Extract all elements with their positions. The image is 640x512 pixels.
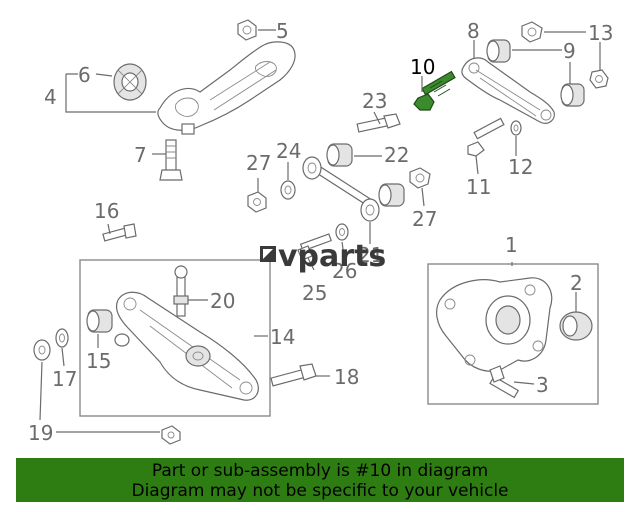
callout-6: 6 (78, 63, 91, 87)
callout-20: 20 (210, 289, 235, 313)
banner-line-1: Part or sub-assembly is #10 in diagram (151, 461, 489, 481)
nut-part-19-lower (161, 425, 181, 445)
bolt-part-23 (356, 113, 401, 133)
link-rod-part-21 (302, 156, 380, 222)
callout-17: 17 (52, 367, 77, 391)
callout-7: 7 (134, 143, 147, 167)
callout-15: 15 (86, 349, 111, 373)
nut-part-27-right (409, 167, 431, 189)
callout-21: 21 (358, 243, 383, 267)
callout-12: 12 (508, 155, 533, 179)
banner-line-2: Diagram may not be specific to your vehi… (131, 481, 509, 501)
washer-part-12 (510, 120, 522, 136)
nut-part-19-upper (33, 339, 51, 361)
bushing-part-2 (559, 311, 593, 341)
bushing-small (114, 333, 130, 347)
washer-part-24 (280, 180, 296, 200)
callout-16: 16 (94, 199, 119, 223)
knuckle-part-1 (436, 277, 553, 372)
callout-27-left: 27 (246, 151, 271, 175)
stabilizer-link-part-20 (173, 265, 189, 317)
callout-24: 24 (276, 139, 301, 163)
control-arm-part-8 (461, 57, 555, 124)
bolt-part-11 (467, 117, 505, 157)
callout-25: 25 (302, 281, 327, 305)
nut-part-27-left (247, 191, 267, 213)
callout-5: 5 (276, 19, 289, 43)
sub-assembly-box-14 (79, 259, 271, 417)
callout-1: 1 (505, 233, 518, 257)
callout-8: 8 (467, 19, 480, 43)
nut-part-13-lower (589, 69, 609, 89)
callout-27-right: 27 (412, 207, 437, 231)
bolt-part-18 (270, 363, 317, 387)
callout-10-highlighted: 10 (410, 55, 435, 79)
callout-11: 11 (466, 175, 491, 199)
bolt-part-3 (489, 365, 520, 399)
nut-part-5 (237, 19, 257, 41)
bolt-part-25 (297, 233, 332, 261)
trailing-arm-part-4 (157, 41, 296, 135)
callout-19: 19 (28, 421, 53, 445)
bushing-part-22-lower (378, 183, 405, 207)
sub-assembly-box-1 (427, 263, 599, 405)
callout-18: 18 (334, 365, 359, 389)
callout-23: 23 (362, 89, 387, 113)
lower-arm-part-14 (115, 291, 259, 401)
bushing-part-22-upper (326, 143, 353, 167)
bolt-part-10-highlighted (413, 70, 456, 111)
bushing-part-6 (113, 63, 147, 101)
callout-13: 13 (588, 21, 613, 45)
vparts-logo-mark (260, 246, 276, 262)
bolt-part-7 (159, 139, 183, 181)
callout-14: 14 (270, 325, 295, 349)
callout-3: 3 (536, 373, 549, 397)
bushing-part-15 (86, 309, 113, 333)
callout-26: 26 (332, 259, 357, 283)
vparts-brand-text: vparts (278, 239, 386, 274)
callout-2: 2 (570, 271, 583, 295)
callout-9: 9 (563, 39, 576, 63)
bushing-part-9-lower (560, 83, 585, 107)
bushing-part-9-upper (486, 39, 511, 63)
callout-4: 4 (44, 85, 57, 109)
leader-lines (39, 29, 601, 433)
nut-part-13-upper (521, 21, 543, 43)
callout-22: 22 (384, 143, 409, 167)
vparts-watermark: vparts (260, 239, 386, 274)
washer-part-17 (55, 328, 69, 348)
washer-part-26 (335, 223, 349, 241)
bolt-part-16 (102, 223, 137, 242)
fitment-notice-banner: Part or sub-assembly is #10 in diagram D… (16, 458, 624, 502)
